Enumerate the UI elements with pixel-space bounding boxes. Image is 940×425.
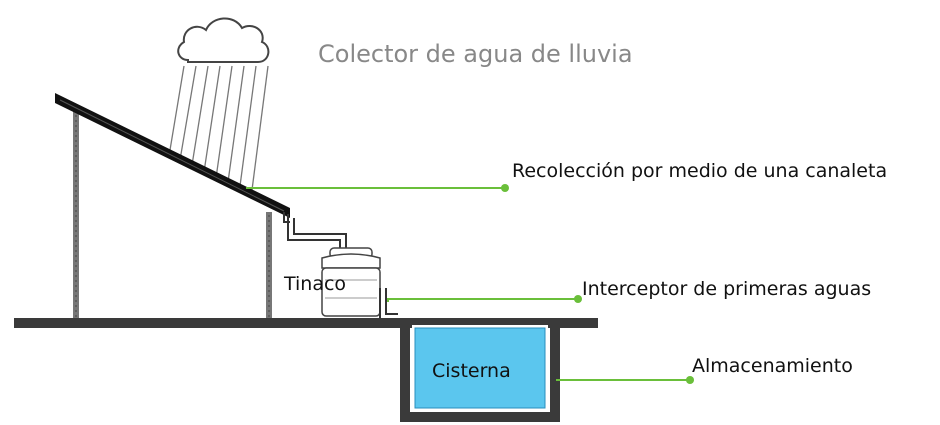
cisterna-tank bbox=[400, 318, 560, 422]
gutter-label: Recolección por medio de una canaleta bbox=[512, 160, 887, 182]
leader-dot-gutter bbox=[501, 184, 509, 192]
leader-dots bbox=[501, 184, 694, 384]
leader-dot-interceptor bbox=[574, 295, 582, 303]
roof bbox=[55, 93, 290, 218]
tinaco-tank bbox=[321, 247, 381, 317]
cisterna-label: Cisterna bbox=[432, 360, 511, 382]
interceptor-pipe bbox=[379, 288, 398, 321]
gutter-pipe bbox=[283, 212, 347, 250]
diagram-title: Colector de agua de lluvia bbox=[318, 40, 633, 68]
ground bbox=[14, 318, 598, 328]
leader-line-interceptor bbox=[387, 298, 578, 302]
leader-dot-storage bbox=[686, 376, 694, 384]
interceptor-label: Interceptor de primeras aguas bbox=[582, 278, 871, 300]
tinaco-label: Tinaco bbox=[283, 273, 346, 295]
roof-posts bbox=[73, 110, 272, 322]
storage-label: Almacenamiento bbox=[692, 355, 853, 377]
leader-lines bbox=[246, 187, 690, 381]
rain-icon bbox=[169, 65, 269, 191]
cloud-icon bbox=[177, 17, 270, 63]
